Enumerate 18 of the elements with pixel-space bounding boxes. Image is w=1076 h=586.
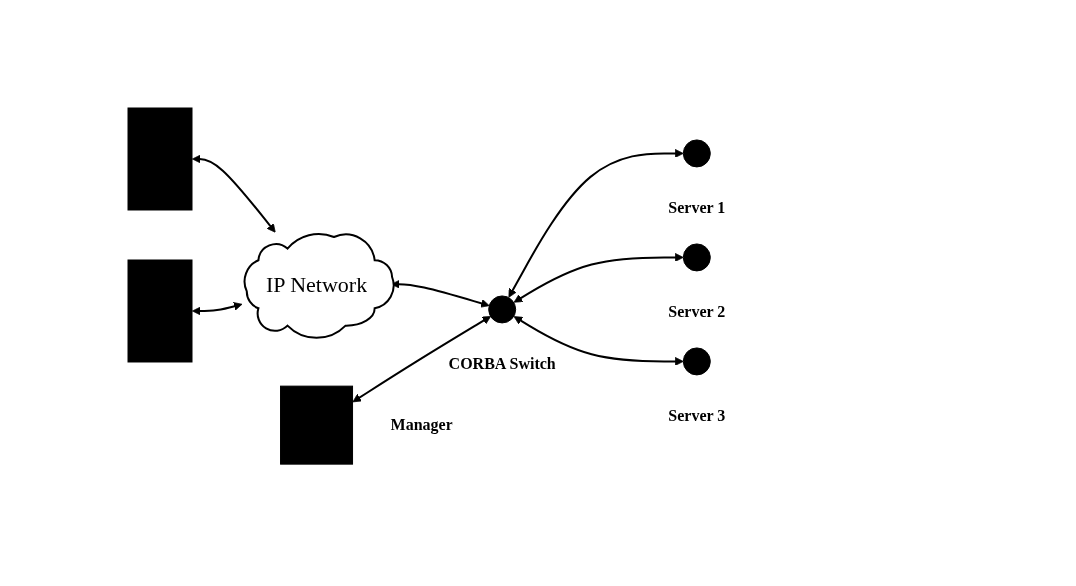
node-label: Server 1 (668, 198, 726, 216)
arrow (508, 148, 685, 298)
node-label: CORBA Switch (448, 354, 557, 372)
arrow (513, 315, 685, 366)
node-box (127, 259, 193, 362)
node-box (280, 385, 354, 465)
node-label: Server 2 (668, 302, 726, 320)
arrow (192, 154, 276, 233)
arrow (192, 301, 243, 315)
node-label: Server 3 (668, 406, 726, 424)
node-circle (683, 138, 712, 167)
node-label: Manager (390, 415, 454, 433)
arrow (513, 252, 685, 303)
node-circle (683, 346, 712, 375)
node-box (127, 107, 193, 211)
node-circle (683, 242, 712, 271)
arrow (352, 315, 492, 402)
node-circle (488, 294, 517, 323)
